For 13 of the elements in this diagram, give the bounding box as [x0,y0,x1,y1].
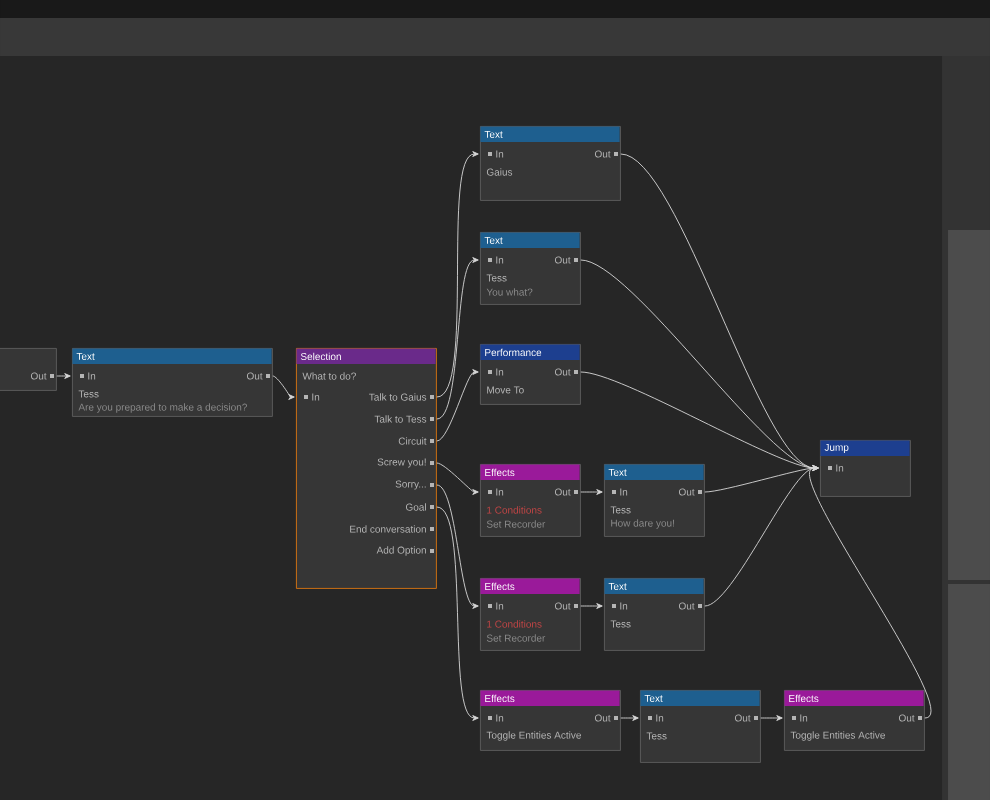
connector [580,603,603,609]
connector [436,369,479,442]
connector [436,484,479,609]
connector [760,715,783,721]
connector [436,151,479,398]
connector [436,506,479,721]
connector [580,489,603,495]
connector [809,465,932,719]
connector [436,462,479,495]
connector [272,375,295,400]
connector [436,257,479,420]
connector [620,715,639,721]
connector [56,373,71,379]
